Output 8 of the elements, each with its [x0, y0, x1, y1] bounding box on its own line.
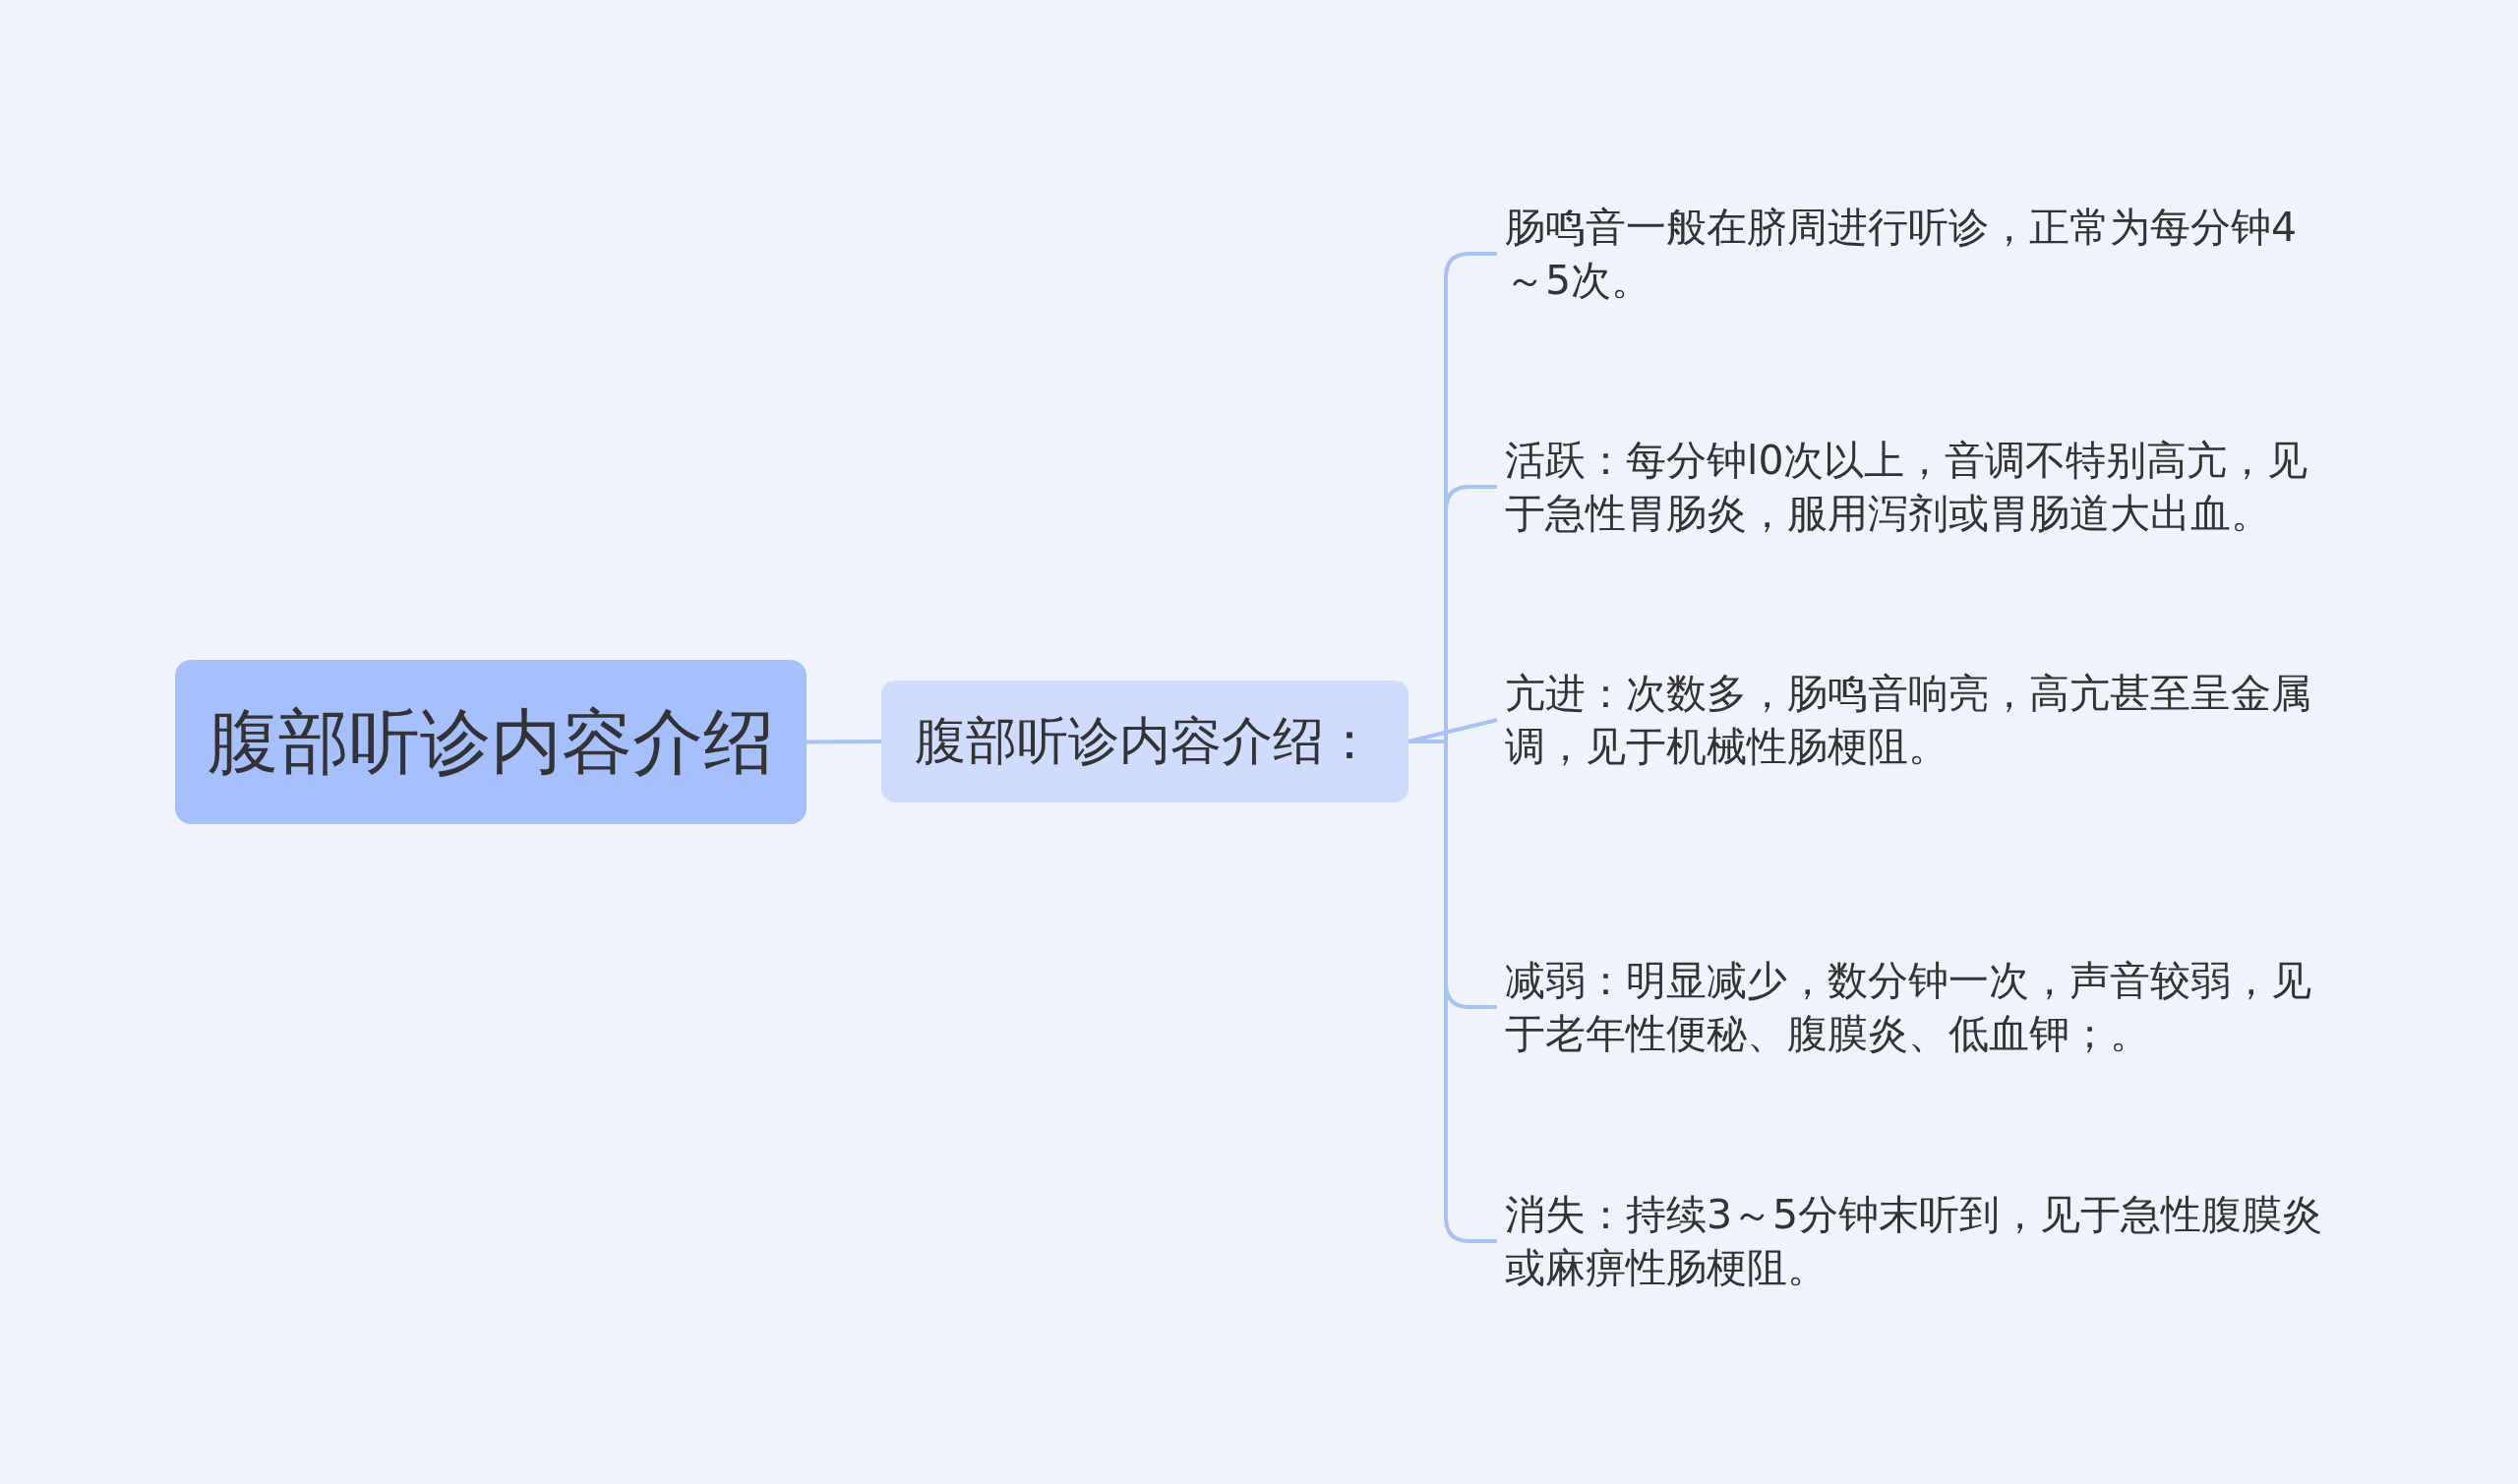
leaf-text: 减弱：明显减少，数分钟一次，声音较弱，见于老年性便秘、腹膜炎、低血钾；。	[1505, 954, 2331, 1060]
leaf-text: 消失：持续3～5分钟末听到，见于急性腹膜炎或麻痹性肠梗阻。	[1505, 1188, 2331, 1294]
leaf-text: 活跃：每分钟l0次以上，音调不特别高亢，见于急性胃肠炎，服用泻剂或胃肠道大出血。	[1505, 434, 2331, 540]
leaf-text: 肠鸣音一般在脐周进行听诊，正常为每分钟4 ～5次。	[1505, 201, 2331, 307]
topic-box: 腹部听诊内容介绍：	[881, 681, 1409, 802]
connector-line	[807, 740, 881, 744]
root-topic-box: 腹部听诊内容介绍	[175, 660, 807, 824]
leaf-text: 亢进：次数多，肠鸣音响亮，高亢甚至呈金属调，见于机械性肠梗阻。	[1505, 667, 2331, 773]
